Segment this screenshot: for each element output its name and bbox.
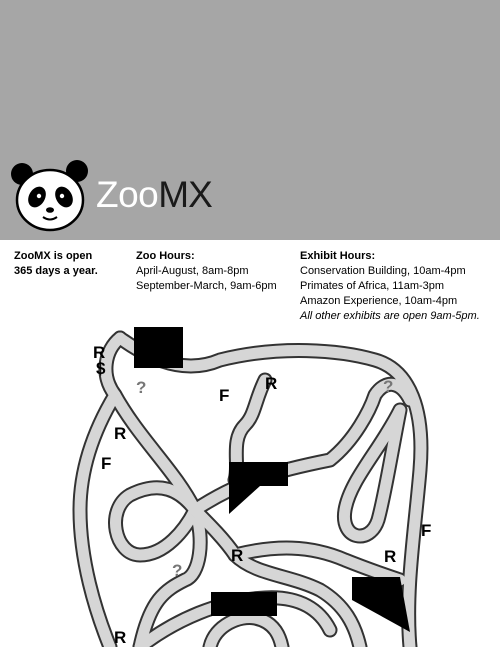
exhibit-hours-info: Exhibit Hours: Conservation Building, 10… [300, 249, 500, 324]
zoo-hours-title: Zoo Hours: [136, 250, 195, 262]
zoo-hours-line: April-August, 8am-8pm [136, 265, 249, 277]
building-right[interactable] [352, 577, 410, 632]
restroom-marker[interactable]: R [114, 424, 126, 443]
zoo-hours-info: Zoo Hours: April-August, 8am-8pm Septemb… [136, 249, 296, 294]
exhibit-hours-line: Amazon Experience, 10am-4pm [300, 295, 458, 307]
building-bottom[interactable] [211, 592, 277, 616]
info-marker[interactable]: ? [172, 561, 182, 580]
food-marker[interactable]: F [101, 454, 111, 473]
open-line-1: ZooMX is open [14, 250, 93, 262]
panda-face-icon [11, 160, 88, 232]
food-marker[interactable]: F [421, 521, 431, 540]
restroom-marker[interactable]: R [114, 628, 126, 647]
map-markers: R $ ? F R ? R F F R R ? R [93, 343, 431, 647]
atm-marker[interactable]: $ [96, 359, 106, 378]
zoo-hours-line: September-March, 9am-6pm [136, 280, 277, 292]
info-marker[interactable]: ? [136, 378, 146, 397]
restroom-marker[interactable]: R [384, 547, 396, 566]
food-marker[interactable]: F [219, 386, 229, 405]
building-top[interactable] [134, 327, 183, 368]
logo-wordmark: ZooMX [96, 174, 213, 215]
exhibit-hours-note: All other exhibits are open 9am-5pm. [300, 310, 480, 322]
buildings [134, 327, 410, 632]
open-days-info: ZooMX is open 365 days a year. [14, 249, 129, 279]
info-marker[interactable]: ? [383, 377, 393, 396]
restroom-marker[interactable]: R [231, 546, 243, 565]
exhibit-hours-line: Primates of Africa, 11am-3pm [300, 280, 445, 292]
open-line-2: 365 days a year. [14, 265, 98, 277]
building-center[interactable] [229, 462, 288, 514]
exhibit-hours-title: Exhibit Hours: [300, 250, 376, 262]
restroom-marker[interactable]: R [93, 343, 105, 362]
logo-text-mx: MX [158, 174, 212, 215]
zoo-map: R $ ? F R ? R F F R R ? R [72, 327, 431, 647]
exhibit-hours-line: Conservation Building, 10am-4pm [300, 265, 466, 277]
logo-text-zoo: Zoo [96, 174, 159, 215]
restroom-marker[interactable]: R [265, 374, 277, 393]
